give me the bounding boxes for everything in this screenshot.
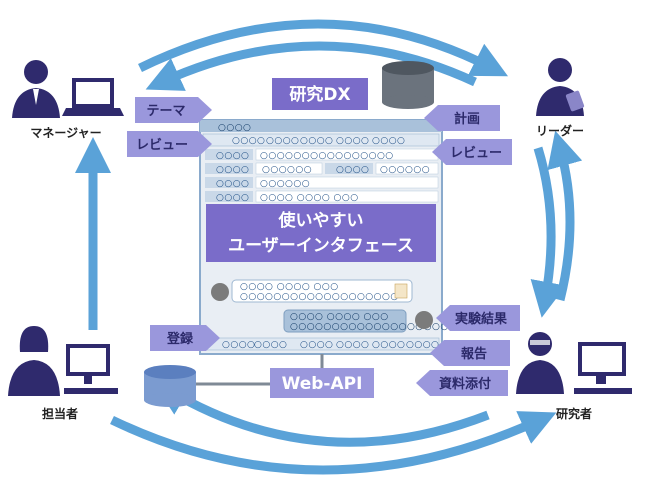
- svg-text:報告: 報告: [461, 346, 487, 362]
- role-leader: リーダー: [536, 123, 584, 138]
- tag-review-left: [127, 131, 212, 157]
- svg-text:実験結果: 実験結果: [455, 311, 507, 327]
- laptop-icon: [62, 78, 124, 116]
- manager-icon: [12, 60, 60, 118]
- form-rows: ○○○○ ○○○○○○○○○○○○○○○○ ○○○○ ○○○○○○ ○○○○ ○…: [205, 148, 439, 203]
- role-staff: 担当者: [42, 406, 78, 421]
- arrow-top-inner: [145, 41, 477, 91]
- tag-plan: [424, 105, 500, 131]
- researcher-figure: [516, 332, 632, 394]
- svg-text:○○○○: ○○○○: [300, 340, 333, 350]
- title: 研究DX: [289, 84, 350, 105]
- svg-text:テーマ: テーマ: [146, 104, 185, 119]
- web-api-label: Web-API: [282, 374, 363, 394]
- action-tags: テーマ レビュー 計画 レビュー 登録 実験結果 報告 資料添付: [127, 97, 520, 396]
- api-database-icon: [144, 365, 196, 407]
- tag-review-right: [432, 139, 512, 165]
- svg-text:○○○○○○: ○○○○○○: [262, 165, 312, 175]
- tag-report: [430, 340, 510, 366]
- svg-text:○○○○: ○○○○: [216, 165, 249, 175]
- glasses-icon: [530, 340, 550, 345]
- arrow-right-down: [530, 146, 567, 318]
- arrow-bottom-outer: [110, 411, 557, 475]
- svg-text:○○○○○○: ○○○○○○: [260, 179, 310, 189]
- svg-text:資料添付: 資料添付: [439, 376, 491, 392]
- svg-text:○○○○○○○○○○○○○○○○: ○○○○○○○○○○○○○○○○: [260, 151, 394, 161]
- svg-text:レビュー: レビュー: [136, 137, 188, 153]
- svg-text:○○○○: ○○○○: [254, 340, 287, 350]
- staff-figure: [8, 326, 118, 396]
- svg-text:○○○○: ○○○○: [266, 136, 299, 146]
- svg-text:○○○○○○○○○○○○○○○○○○○: ○○○○○○○○○○○○○○○○○○○: [240, 292, 399, 302]
- svg-text:○○○○ ○○○○ ○○○: ○○○○ ○○○○ ○○○: [290, 312, 389, 322]
- tablet-icon: [565, 90, 585, 112]
- tag-attach: [416, 370, 508, 396]
- svg-text:○○○○ ○○○○ ○○○: ○○○○ ○○○○ ○○○: [260, 193, 359, 203]
- title-block: 研究DX: [272, 61, 434, 110]
- desktop-icon-right: [574, 342, 632, 394]
- role-researcher: 研究者: [556, 406, 592, 421]
- svg-text:登録: 登録: [166, 331, 194, 347]
- arrow-right-up: [547, 130, 583, 302]
- svg-text:レビュー: レビュー: [450, 145, 502, 161]
- web-api-block: Web-API: [144, 354, 374, 407]
- svg-text:○○○○: ○○○○: [336, 136, 369, 146]
- database-icon: [382, 61, 434, 109]
- svg-text:○○○○: ○○○○: [372, 340, 405, 350]
- window-title-dots: ○○○○: [218, 123, 251, 133]
- svg-text:○○○○: ○○○○: [336, 340, 369, 350]
- svg-text:○○○○: ○○○○: [406, 340, 439, 350]
- arrow-bottom-inner: [152, 380, 490, 447]
- arrow-top-outer: [138, 19, 509, 77]
- svg-text:○○○○: ○○○○: [372, 136, 405, 146]
- tab-row: ○○○○ ○○○○ ○○○○ ○○○○ ○○○○: [202, 133, 440, 147]
- svg-text:○○○○ ○○○○ ○○○: ○○○○ ○○○○ ○○○: [240, 282, 339, 292]
- svg-text:○○○○: ○○○○: [216, 179, 249, 189]
- footer-tabs: ○○○○ ○○○○ ○○○○ ○○○○ ○○○○ ○○○○: [202, 337, 440, 351]
- svg-text:○○○○: ○○○○: [232, 136, 265, 146]
- leader-figure: [536, 58, 585, 116]
- usability-line2: ユーザーインタフェース: [228, 236, 414, 256]
- cycle-arrows: [75, 19, 583, 475]
- svg-text:○○○○: ○○○○: [336, 165, 369, 175]
- svg-text:計画: 計画: [454, 111, 480, 127]
- svg-text:○○○○○○○○○○○○○○○○○○○: ○○○○○○○○○○○○○○○○○○○: [290, 322, 449, 332]
- usability-label: 使いやすい ユーザーインタフェース: [206, 204, 436, 262]
- manager-figure: [12, 60, 124, 118]
- desktop-icon: [64, 344, 118, 394]
- tag-experiment: [436, 305, 520, 331]
- svg-text:○○○○: ○○○○: [300, 136, 333, 146]
- role-manager: マネージャー: [30, 126, 101, 140]
- svg-text:○○○○: ○○○○: [216, 193, 249, 203]
- usability-line1: 使いやすい: [278, 210, 364, 231]
- tag-theme: [135, 97, 212, 123]
- svg-text:○○○○○○: ○○○○○○: [380, 165, 430, 175]
- tag-register: [150, 325, 220, 351]
- svg-text:○○○○: ○○○○: [216, 151, 249, 161]
- chat-area: ○○○○ ○○○○ ○○○ ○○○○○○○○○○○○○○○○○○○ ○○○○ ○…: [211, 279, 449, 333]
- svg-text:○○○○: ○○○○: [222, 340, 255, 350]
